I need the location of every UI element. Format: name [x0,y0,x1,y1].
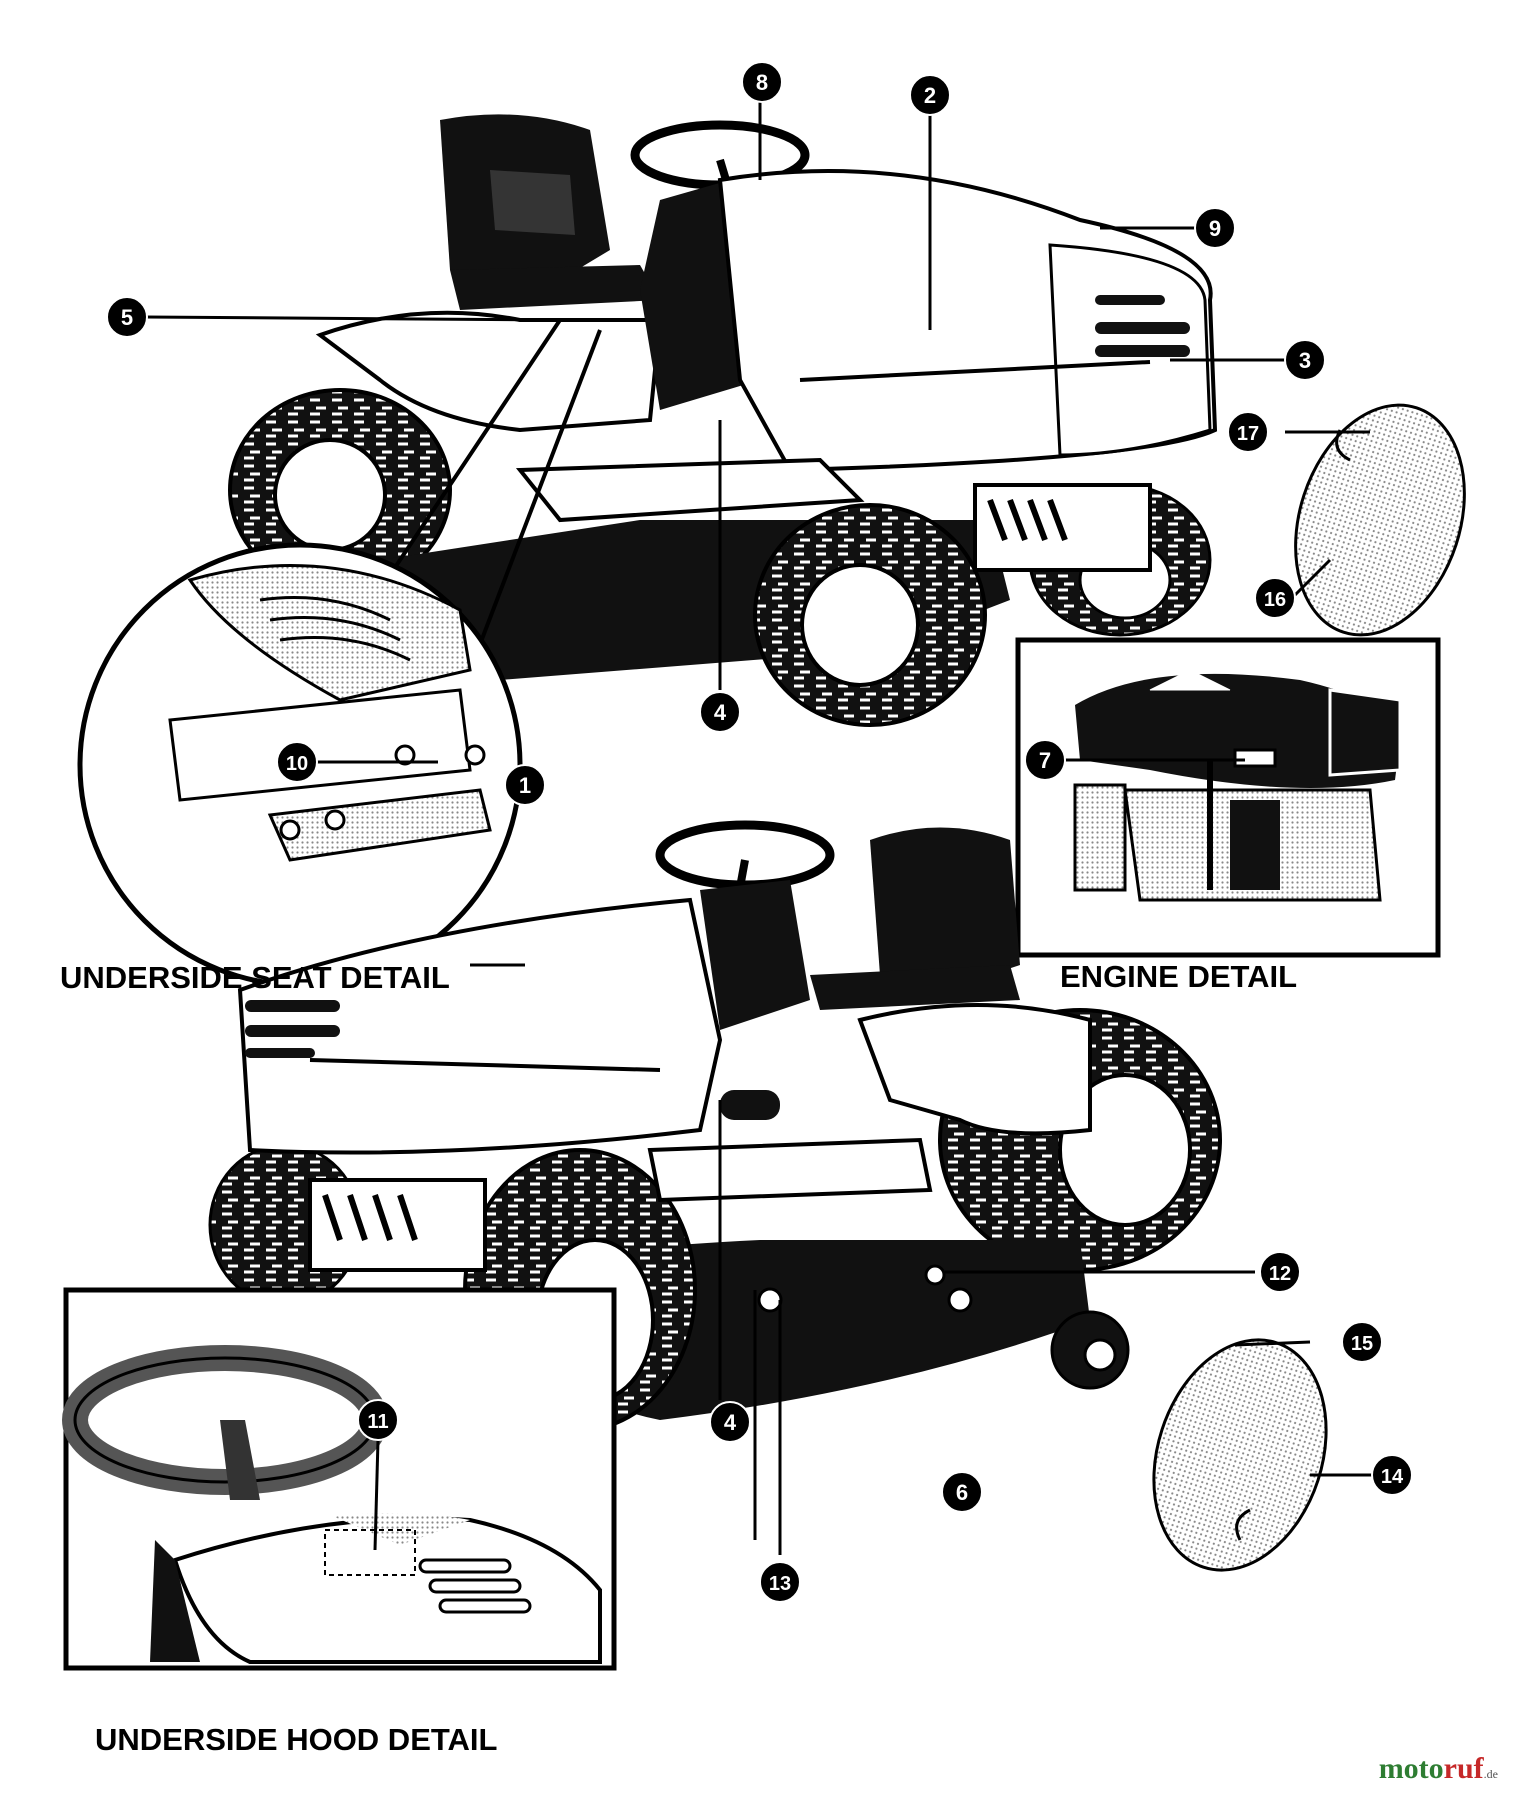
callout-16: 16 [1254,577,1296,619]
lower-tractor [208,820,1222,1432]
callout-13: 13 [759,1561,801,1603]
callout-number: 1 [519,773,531,798]
callout-number: 9 [1209,216,1221,241]
callout-number: 3 [1299,348,1311,373]
lower-grille [245,1000,340,1058]
callout-number: 11 [367,1411,388,1433]
callout-2: 2 [909,74,951,116]
callout-7: 7 [1024,739,1066,781]
watermark-part2: ruf [1443,1752,1484,1785]
callout-1: 1 [504,764,546,806]
disc-part-lower [1152,1338,1328,1572]
callout-number: 13 [769,1573,791,1595]
callout-10: 10 [276,741,318,783]
callout-number: 8 [756,70,768,95]
callout-11: 11 [357,1399,399,1441]
underside-hood-detail [62,1287,617,1671]
callout-15: 15 [1341,1321,1383,1363]
engine-detail [1015,637,1441,958]
callout-5: 5 [106,296,148,338]
watermark-part1: moto [1378,1752,1444,1785]
caption-underside-seat-detail: UNDERSIDE SEAT DETAIL [60,960,450,995]
callout-3: 3 [1284,339,1326,381]
caption-underside-hood-detail: UNDERSIDE HOOD DETAIL [95,1722,497,1757]
callout-number: 15 [1351,1333,1373,1355]
caption-engine-detail: ENGINE DETAIL [1060,959,1297,994]
callout-4b: 4 [709,1401,751,1443]
upper-tractor [228,114,1218,727]
callout-12: 12 [1259,1251,1301,1293]
callout-8: 8 [741,61,783,103]
callout-number: 12 [1269,1263,1291,1285]
callout-number: 17 [1237,423,1259,445]
callout-number: 5 [121,305,133,330]
callout-number: 6 [956,1480,968,1505]
callout-number: 16 [1264,589,1286,611]
callout-14: 14 [1371,1454,1413,1496]
callout-number: 14 [1381,1466,1404,1488]
callout-6: 6 [941,1471,983,1513]
callout-number: 4 [724,1410,737,1435]
callout-9: 9 [1194,207,1236,249]
callout-number: 2 [924,83,936,108]
upper-grille [1095,295,1190,357]
disc-part-upper [1294,403,1466,637]
callout-number: 4 [714,700,727,725]
watermark-logo: motoruf.de [1379,1752,1498,1786]
leader-lines [144,95,1375,1555]
watermark-suffix: .de [1483,1767,1498,1781]
callout-number: 10 [286,753,308,775]
callout-number: 7 [1039,748,1051,773]
callout-4a: 4 [699,691,741,733]
callout-17: 17 [1227,411,1269,453]
